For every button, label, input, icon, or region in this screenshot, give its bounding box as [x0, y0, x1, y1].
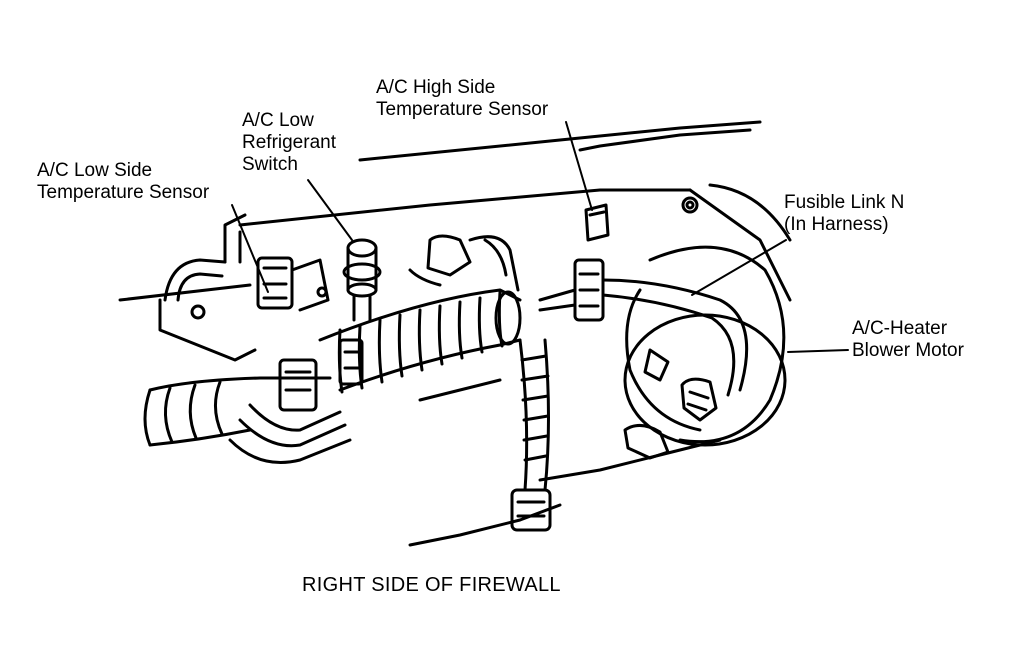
firewall-panel: [118, 120, 792, 547]
diagram-caption: RIGHT SIDE OF FIREWALL: [302, 574, 561, 596]
leader-fusible-link: [691, 239, 787, 296]
ac-line-bracket: [158, 213, 257, 362]
leader-low-side-temp: [231, 204, 269, 293]
label-blower-motor: A/C-Heater Blower Motor: [852, 318, 964, 361]
heater-hose: [318, 288, 522, 394]
label-fusible-link: Fusible Link N (In Harness): [784, 192, 905, 235]
harness-connectors: [278, 234, 520, 412]
leader-lines: [231, 121, 849, 353]
fusible-link-connector: [538, 258, 749, 397]
high-side-temp-sensor-shape: [584, 203, 610, 242]
low-side-temp-sensor-shape: [256, 256, 330, 312]
leader-low-refrigerant-switch: [307, 179, 353, 241]
harness-drop: [510, 338, 552, 532]
leader-high-side-temp: [565, 121, 593, 211]
label-low-refrigerant-switch: A/C Low Refrigerant Switch: [242, 110, 336, 175]
lower-hoses: [143, 376, 352, 464]
label-high-side-temp-sensor: A/C High Side Temperature Sensor: [376, 77, 549, 120]
blower-motor-shape: [623, 245, 787, 460]
label-low-side-temp-sensor: A/C Low Side Temperature Sensor: [37, 160, 210, 203]
low-refrigerant-switch-shape: [342, 238, 382, 322]
leader-blower-motor: [787, 349, 849, 353]
